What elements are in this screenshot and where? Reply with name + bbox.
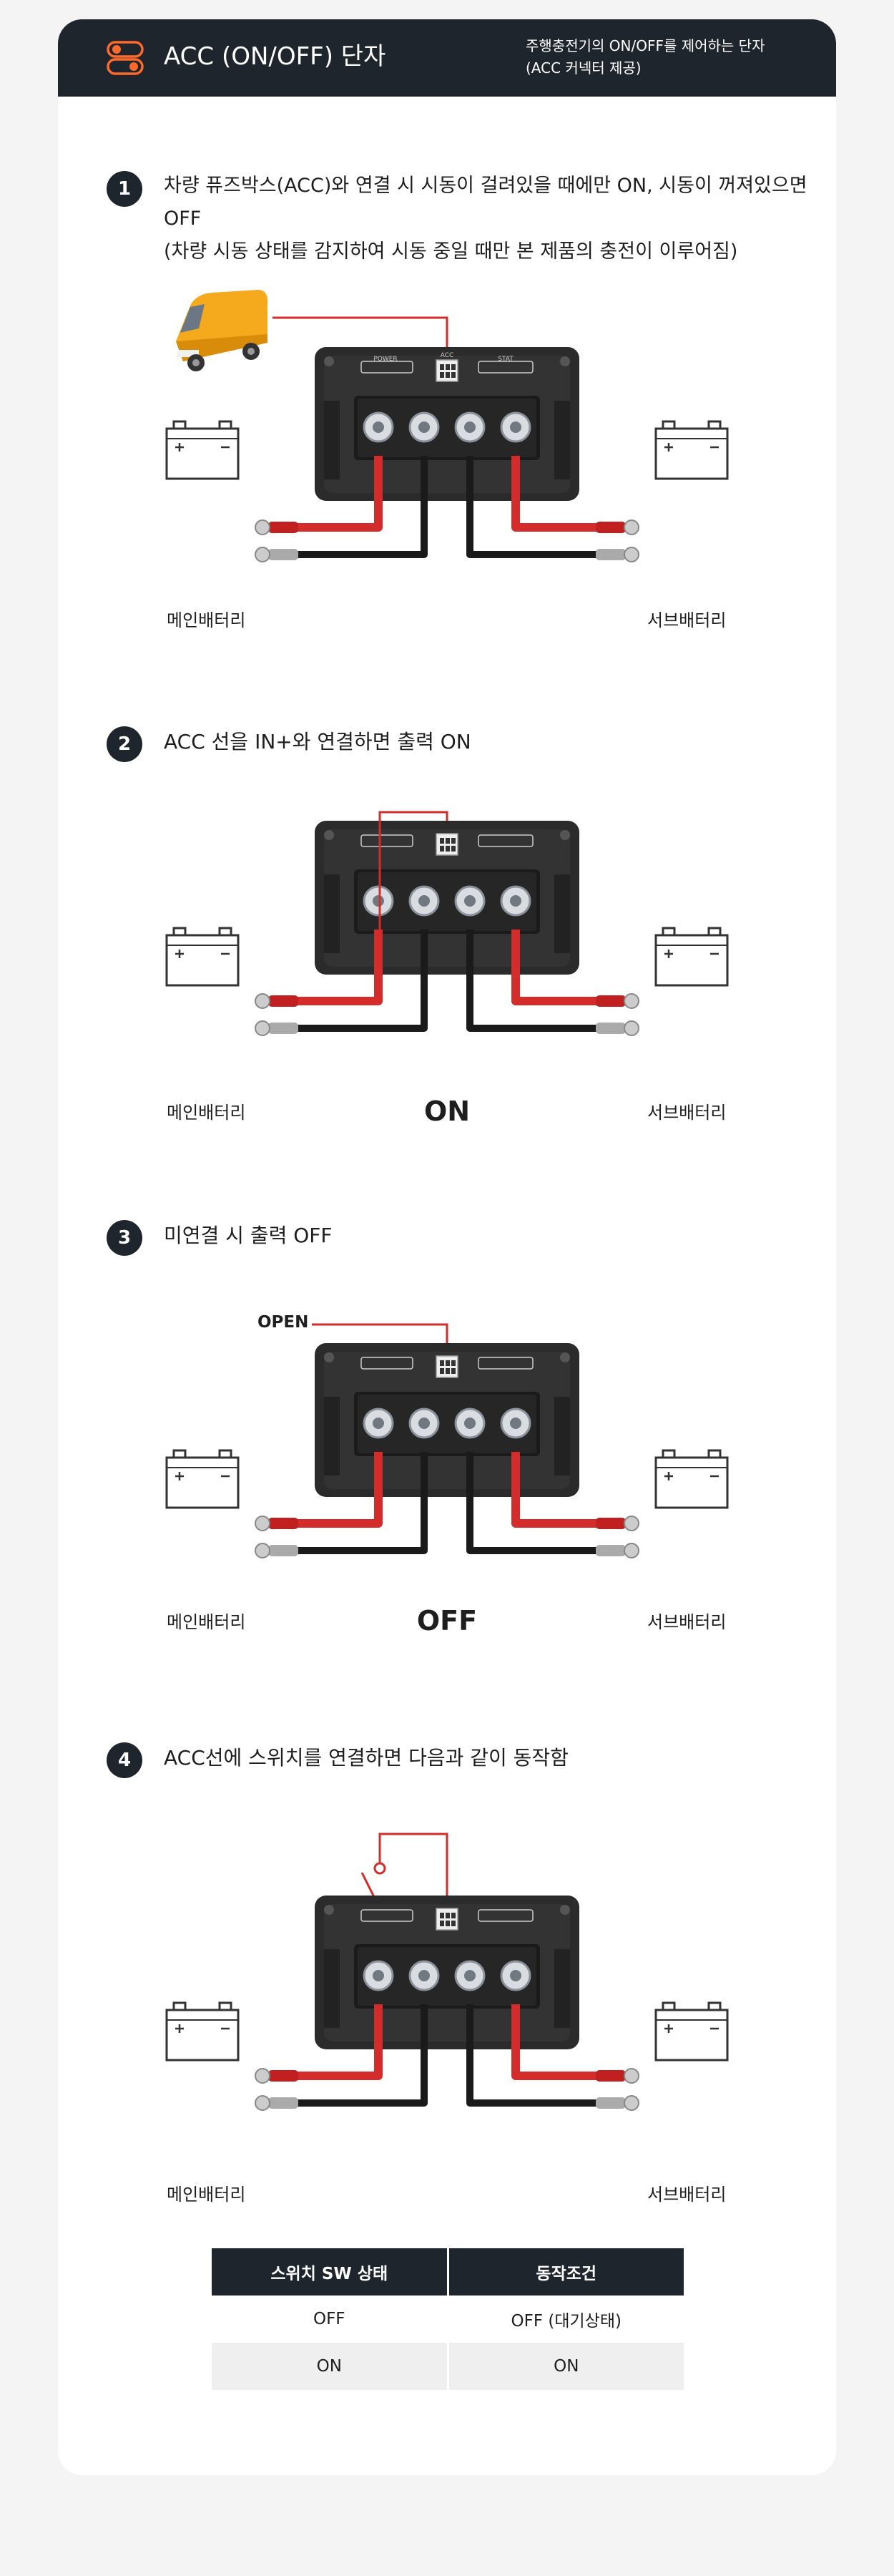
acc-label: ACC [441,352,454,359]
page-title: ACC (ON/OFF) 단자 [164,42,386,71]
sub-battery-caption: 서브배터리 [647,2185,727,2205]
main-battery-icon [165,420,240,480]
sub-battery-caption: 서브배터리 [647,1612,727,1632]
table-cell: ON [446,2343,684,2390]
sub-battery-icon [654,2001,729,2062]
sub-battery-icon [654,927,729,987]
toggle-switch-icon [107,41,144,75]
step-3-badge: 3 [107,1220,142,1256]
main-battery-caption: 메인배터리 [167,610,246,630]
stat-label: STAT [498,356,514,363]
step-3-section: 3 미연결 시 출력 OFF OPEN 메인배터리 서브배터리 OFF [58,1200,836,1687]
table-cell: OFF [313,2310,345,2328]
sub-battery-icon [654,1449,729,1509]
step-4-diagram [165,1833,729,2152]
step-3-diagram [165,1323,729,1636]
main-battery-icon [165,2001,240,2062]
sub-battery-icon [654,420,729,480]
content-card: ACC (ON/OFF) 단자 주행충전기의 ON/OFF를 제어하는 단자 (… [58,19,836,2475]
switch-lever-icon [360,1872,377,1901]
main-battery-caption: 메인배터리 [167,1103,246,1123]
step-2-badge: 2 [107,726,142,762]
switch-state-table: 스위치 SW 상태 동작조건 OFF OFF (대기상태) ON ON [212,2248,684,2390]
step-2-state: ON [423,1096,471,1127]
main-battery-caption: 메인배터리 [167,1612,246,1632]
table-cell: OFF (대기상태) [446,2296,684,2343]
table-header-cell: 동작조건 [446,2248,684,2296]
table-header-row: 스위치 SW 상태 동작조건 [212,2248,684,2296]
table-row: OFF OFF (대기상태) [212,2296,684,2343]
step-2-section: 2 ACC 선을 IN+와 연결하면 출력 ON 메인배터리 서브배터리 ON [58,706,836,1193]
step-4-section: 4 ACC선에 스위치를 연결하면 다음과 같이 동작함 메인배터리 서브배터리 [58,1722,836,2238]
step-4-badge: 4 [107,1742,142,1778]
step-2-text: ACC 선을 IN+와 연결하면 출력 ON [164,730,471,753]
step-3-state: OFF [416,1605,478,1636]
main-battery-icon [165,927,240,987]
power-label: POWER [373,356,397,363]
step-4-text: ACC선에 스위치를 연결하면 다음과 같이 동작함 [164,1746,569,1770]
van-icon [176,290,268,371]
step-1-text: 차량 퓨즈박스(ACC)와 연결 시 시동이 걸려있을 때에만 ON, 시동이 … [164,175,807,263]
step-1-badge: 1 [107,171,142,207]
sub-battery-caption: 서브배터리 [647,1103,727,1123]
main-battery-caption: 메인배터리 [167,2185,246,2205]
header-bar: ACC (ON/OFF) 단자 주행충전기의 ON/OFF를 제어하는 단자 (… [58,19,836,97]
step-1-diagram: POWER ACC STAT [165,290,729,599]
sub-battery-caption: 서브배터리 [647,610,727,630]
step-3-text: 미연결 시 출력 OFF [164,1224,333,1247]
main-battery-icon [165,1449,240,1509]
step-2-diagram [165,811,729,1128]
table-row: ON ON [212,2343,684,2390]
table-header-cell: 스위치 SW 상태 [270,2265,388,2283]
open-label: OPEN [257,1313,309,1332]
page-subtitle: 주행충전기의 ON/OFF를 제어하는 단자 (ACC 커넥터 제공) [526,37,765,77]
step-1-section: 1 차량 퓨즈박스(ACC)와 연결 시 시동이 걸려있을 때에만 ON, 시동… [58,148,836,635]
table-cell: ON [316,2357,342,2376]
